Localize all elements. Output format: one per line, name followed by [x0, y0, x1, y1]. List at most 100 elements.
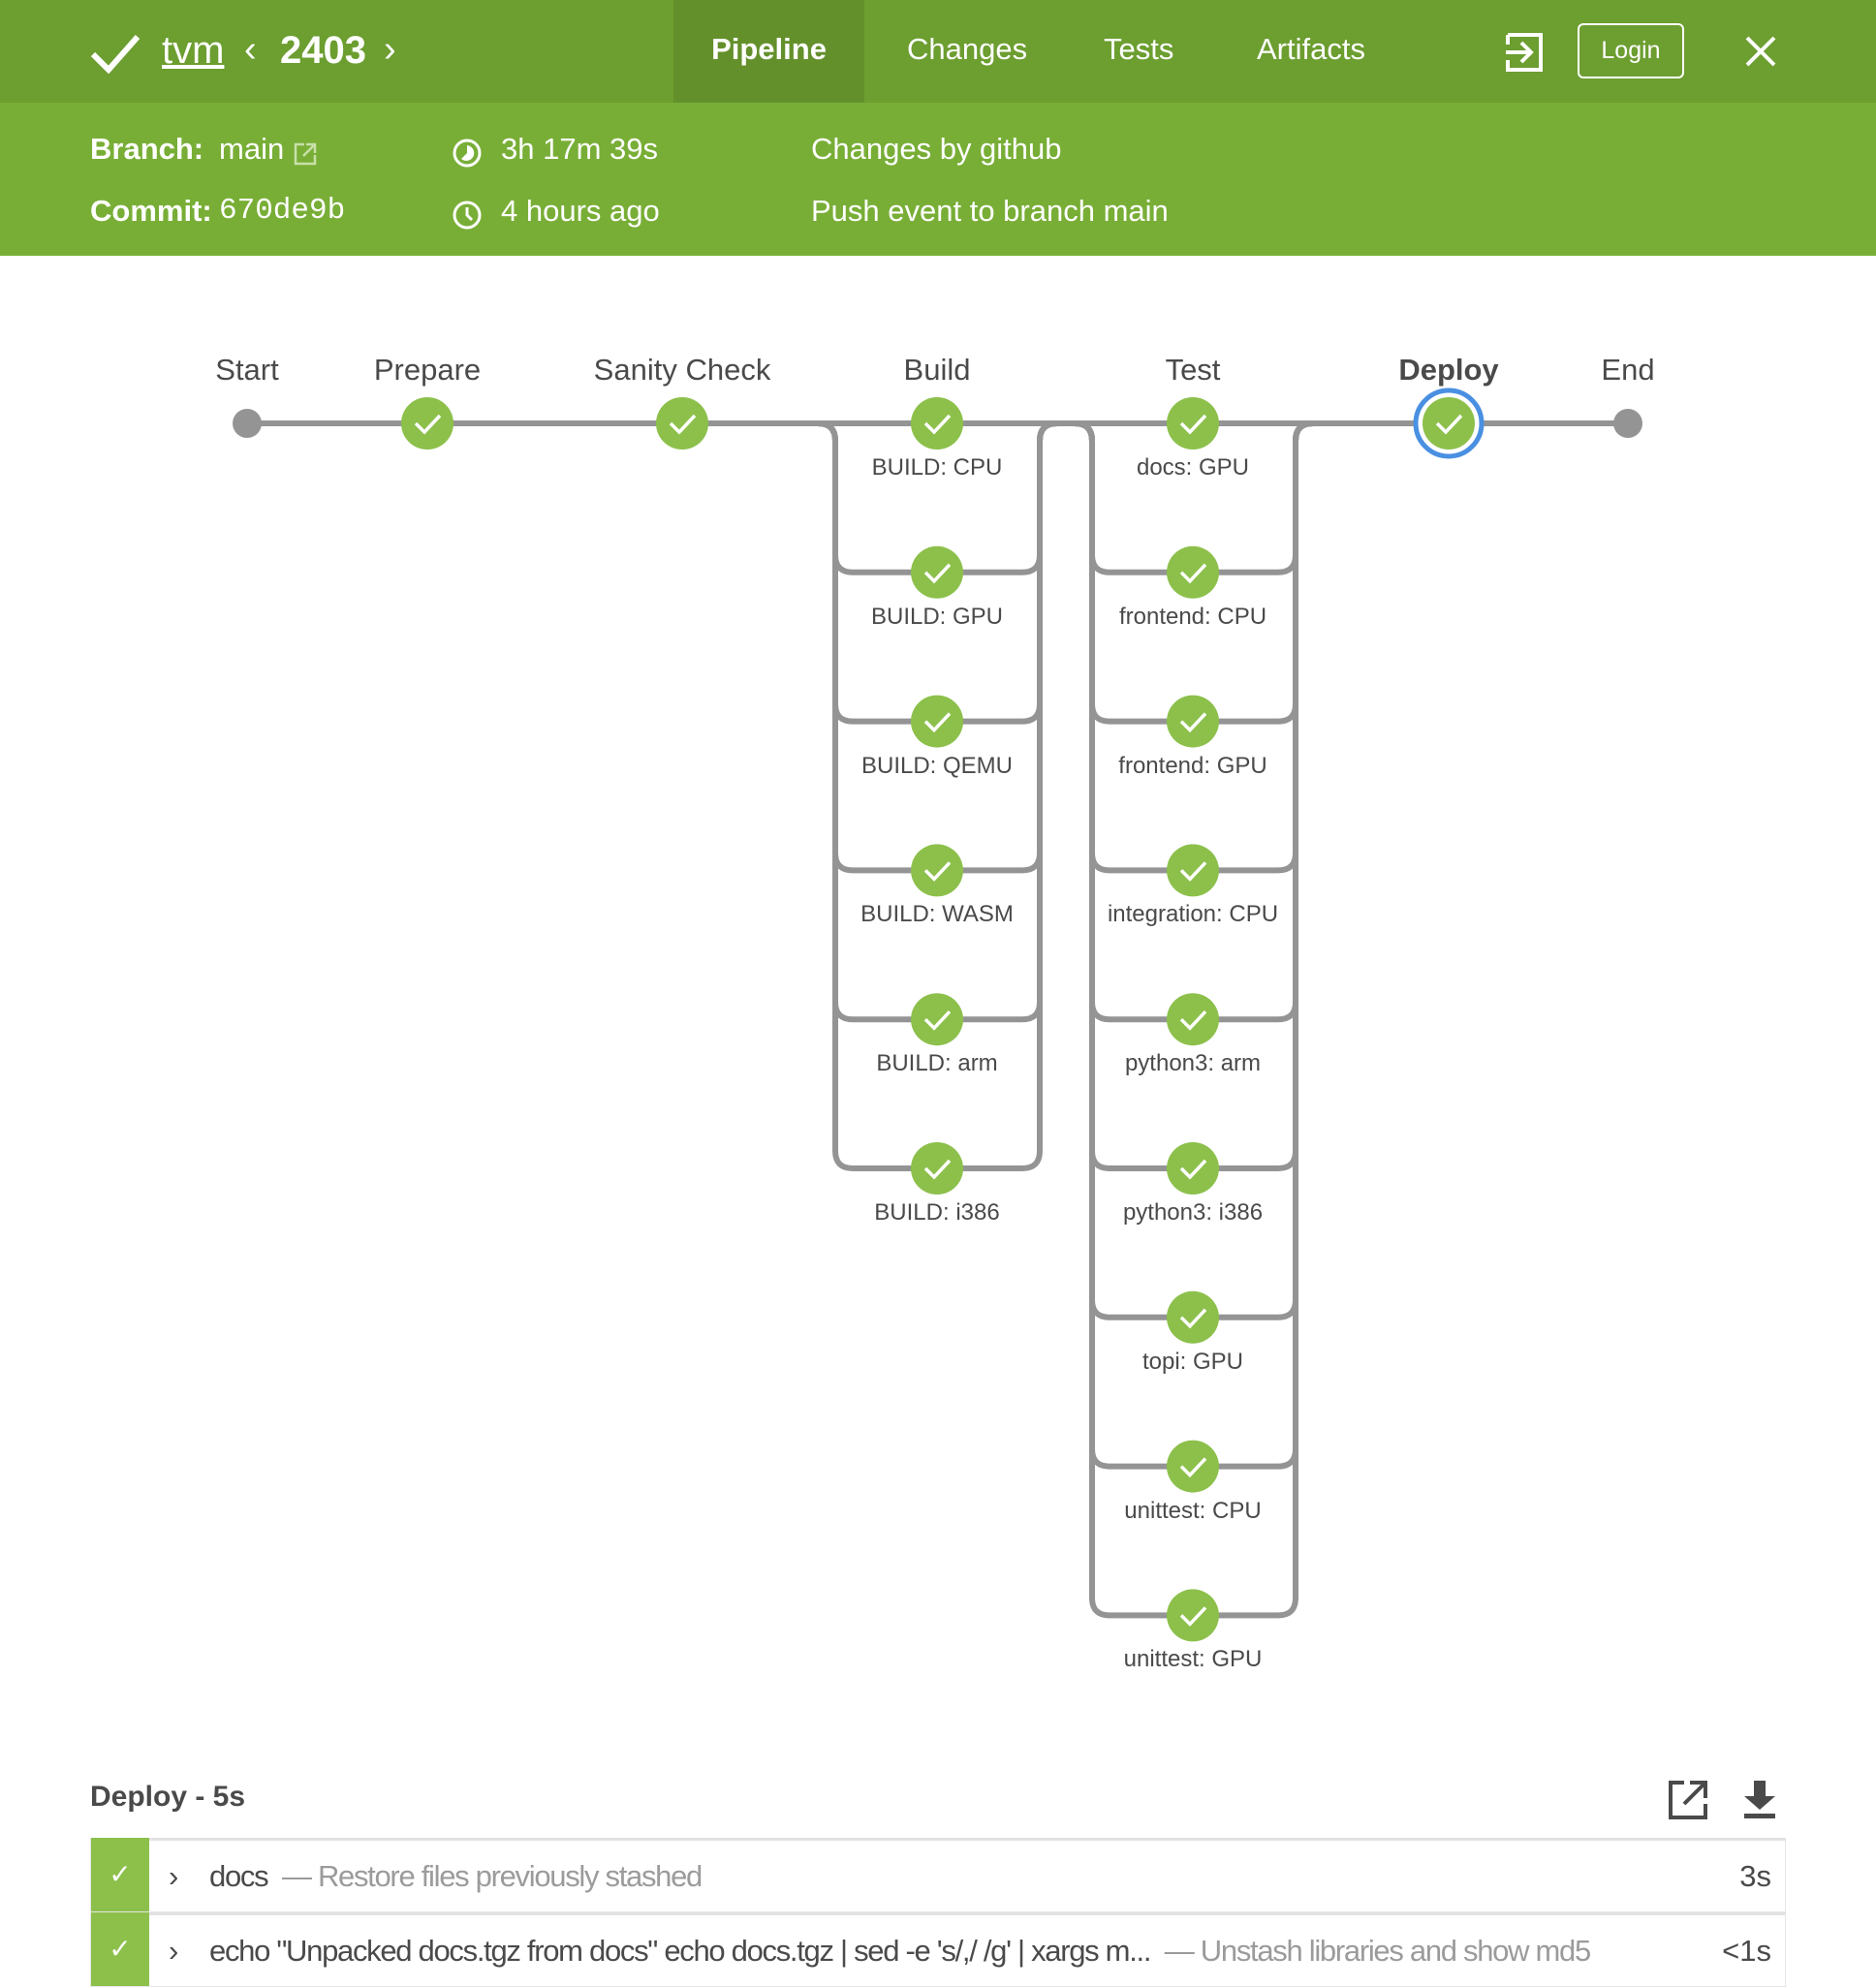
started-time: 4 hours ago: [501, 194, 660, 228]
step-name: echo "Unpacked docs.tgz from docs" echo …: [209, 1934, 1151, 1968]
check-icon: [1179, 563, 1207, 584]
terminal-node-start: [233, 409, 262, 438]
parallel-node[interactable]: [1167, 695, 1219, 748]
parallel-node[interactable]: [1167, 1290, 1219, 1344]
check-icon: [1179, 1159, 1207, 1180]
check-icon: [1179, 1308, 1207, 1329]
tab-artifacts[interactable]: Artifacts: [1257, 32, 1365, 66]
parallel-node-label: BUILD: i386: [874, 1199, 1000, 1226]
step-duration: 3s: [1739, 1858, 1771, 1893]
commit-label: Commit:: [90, 194, 212, 228]
success-check-icon: [90, 35, 141, 74]
parallel-node-label: python3: arm: [1124, 1050, 1262, 1077]
parallel-node[interactable]: [911, 993, 963, 1046]
check-icon: [414, 414, 442, 435]
parallel-node-label: python3: i386: [1122, 1199, 1264, 1226]
parallel-node[interactable]: [911, 545, 963, 599]
step-row[interactable]: ✓ › echo "Unpacked docs.tgz from docs" e…: [90, 1912, 1786, 1987]
check-icon: [1179, 1606, 1207, 1627]
parallel-node[interactable]: [1167, 1142, 1219, 1195]
branch-value[interactable]: main: [219, 132, 285, 166]
step-row[interactable]: ✓ › docs — Restore files previously stas…: [90, 1838, 1786, 1913]
terminal-node-end: [1613, 409, 1642, 438]
changes-text: Changes by github: [811, 132, 1062, 166]
parallel-node-label: frontend: CPU: [1118, 603, 1267, 630]
stage-label-start: Start: [215, 353, 279, 387]
parallel-node-label: BUILD: CPU: [871, 454, 1003, 481]
parallel-node[interactable]: [911, 1142, 963, 1195]
sign-in-icon[interactable]: [1504, 31, 1547, 74]
parallel-node-label: frontend: GPU: [1118, 752, 1267, 779]
stage-label-build: Build: [903, 353, 971, 387]
parallel-node-label: topi: GPU: [1141, 1348, 1244, 1375]
check-icon: [1179, 414, 1207, 435]
parallel-node-label: unittest: CPU: [1124, 1497, 1262, 1524]
tab-tests[interactable]: Tests: [1104, 32, 1174, 66]
step-description: — Restore files previously stashed: [281, 1859, 703, 1893]
parallel-node[interactable]: [1167, 397, 1219, 450]
login-button[interactable]: Login: [1578, 23, 1684, 78]
check-icon: [923, 1010, 952, 1031]
stage-label-deploy: Deploy: [1398, 353, 1499, 387]
stage-label-sanity-check: Sanity Check: [593, 353, 771, 387]
success-check-icon: ✓: [91, 1912, 149, 1987]
cause-text: Push event to branch main: [811, 194, 1169, 228]
duration-icon: [453, 139, 482, 168]
parallel-node-label: integration: CPU: [1107, 901, 1279, 928]
previous-run-icon[interactable]: ‹: [244, 29, 257, 70]
tab-pipeline[interactable]: Pipeline: [673, 0, 864, 103]
check-icon: [923, 1159, 952, 1180]
parallel-node[interactable]: [1167, 993, 1219, 1046]
check-icon: [923, 712, 952, 733]
close-icon[interactable]: [1744, 35, 1777, 68]
step-description: — Unstash libraries and show md5: [1164, 1934, 1591, 1968]
parallel-node[interactable]: [1167, 1440, 1219, 1493]
check-icon: [923, 563, 952, 584]
check-icon: [1179, 1457, 1207, 1478]
external-link-icon[interactable]: [293, 141, 318, 167]
next-run-icon[interactable]: ›: [384, 29, 396, 70]
commit-value[interactable]: 670de9b: [219, 194, 346, 228]
run-number: 2403: [280, 29, 366, 72]
parallel-node-label: BUILD: arm: [876, 1050, 998, 1077]
stage-label-prepare: Prepare: [373, 353, 482, 387]
run-summary: Branch: main Commit: 670de9b 3h 17m 39s …: [0, 103, 1876, 256]
check-icon: [923, 861, 952, 882]
stage-label-test: Test: [1165, 353, 1221, 387]
check-icon: [923, 414, 952, 435]
parallel-node-label: docs: GPU: [1136, 454, 1250, 481]
check-icon: [1435, 414, 1463, 435]
check-icon: [1179, 1010, 1207, 1031]
parallel-node-label: BUILD: GPU: [870, 603, 1004, 630]
stage-node-sanity-check[interactable]: [656, 397, 708, 450]
parallel-node[interactable]: [911, 397, 963, 450]
download-icon[interactable]: [1740, 1779, 1779, 1821]
parallel-node[interactable]: [1167, 545, 1219, 599]
duration: 3h 17m 39s: [501, 132, 658, 166]
parallel-node[interactable]: [911, 695, 963, 748]
stage-node-prepare[interactable]: [401, 397, 453, 450]
parallel-node-label: BUILD: WASM: [860, 901, 1014, 928]
pipeline-name-link[interactable]: tvm: [162, 29, 225, 72]
parallel-node[interactable]: [1167, 844, 1219, 897]
check-icon: [1179, 712, 1207, 733]
stage-node-deploy[interactable]: [1413, 388, 1485, 459]
step-log-title: Deploy - 5s: [90, 1781, 246, 1813]
branch-label: Branch:: [90, 132, 204, 166]
clock-icon: [453, 201, 482, 230]
parallel-node-label: BUILD: QEMU: [860, 752, 1014, 779]
parallel-node-label: unittest: GPU: [1123, 1646, 1263, 1673]
parallel-node[interactable]: [1167, 1589, 1219, 1642]
stage-label-end: End: [1601, 353, 1655, 387]
expand-chevron-icon[interactable]: ›: [169, 1933, 179, 1968]
parallel-branch-line: [817, 420, 1058, 874]
success-check-icon: ✓: [91, 1838, 149, 1912]
parallel-node[interactable]: [911, 844, 963, 897]
open-external-icon[interactable]: [1667, 1779, 1709, 1821]
pipeline-graph: [233, 388, 1642, 1642]
check-icon: [669, 414, 697, 435]
tab-changes[interactable]: Changes: [907, 32, 1028, 66]
expand-chevron-icon[interactable]: ›: [169, 1858, 179, 1893]
top-bar: tvm ‹ 2403 › Pipeline Changes Tests Arti…: [0, 0, 1876, 103]
step-duration: <1s: [1722, 1933, 1771, 1968]
